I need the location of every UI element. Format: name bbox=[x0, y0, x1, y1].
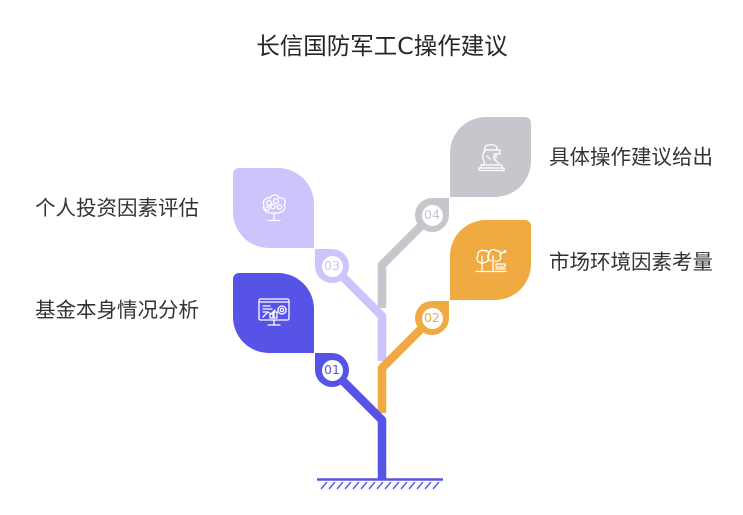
step-03-leaf bbox=[233, 168, 314, 248]
trees-bench-icon bbox=[474, 244, 508, 276]
step-02-node: 02 bbox=[415, 301, 449, 335]
chess-knight-icon bbox=[474, 141, 508, 173]
step-02-label: 市场环境因素考量 bbox=[549, 250, 713, 274]
step-04-number: 04 bbox=[421, 204, 443, 226]
stem-04 bbox=[377, 211, 436, 308]
step-03-node: 03 bbox=[315, 249, 349, 283]
step-01-label: 基金本身情况分析 bbox=[35, 298, 199, 322]
step-01-leaf bbox=[233, 273, 314, 353]
step-03-label: 个人投资因素评估 bbox=[35, 196, 199, 220]
step-04-node: 04 bbox=[415, 198, 449, 232]
stem-01 bbox=[328, 366, 387, 479]
money-tree-icon bbox=[257, 192, 291, 224]
diagram-title: 长信国防军工C操作建议 bbox=[256, 32, 508, 60]
stem-02 bbox=[377, 314, 436, 413]
step-03-number: 03 bbox=[321, 255, 343, 277]
step-04-label: 具体操作建议给出 bbox=[549, 145, 713, 169]
step-01-number: 01 bbox=[321, 359, 343, 381]
ground bbox=[317, 478, 443, 490]
step-04-leaf bbox=[450, 117, 531, 197]
step-02-leaf bbox=[450, 220, 531, 300]
step-01-node: 01 bbox=[315, 353, 349, 387]
stem-03 bbox=[328, 262, 387, 361]
step-02-number: 02 bbox=[421, 307, 443, 329]
monitor-chart-icon bbox=[257, 297, 291, 329]
